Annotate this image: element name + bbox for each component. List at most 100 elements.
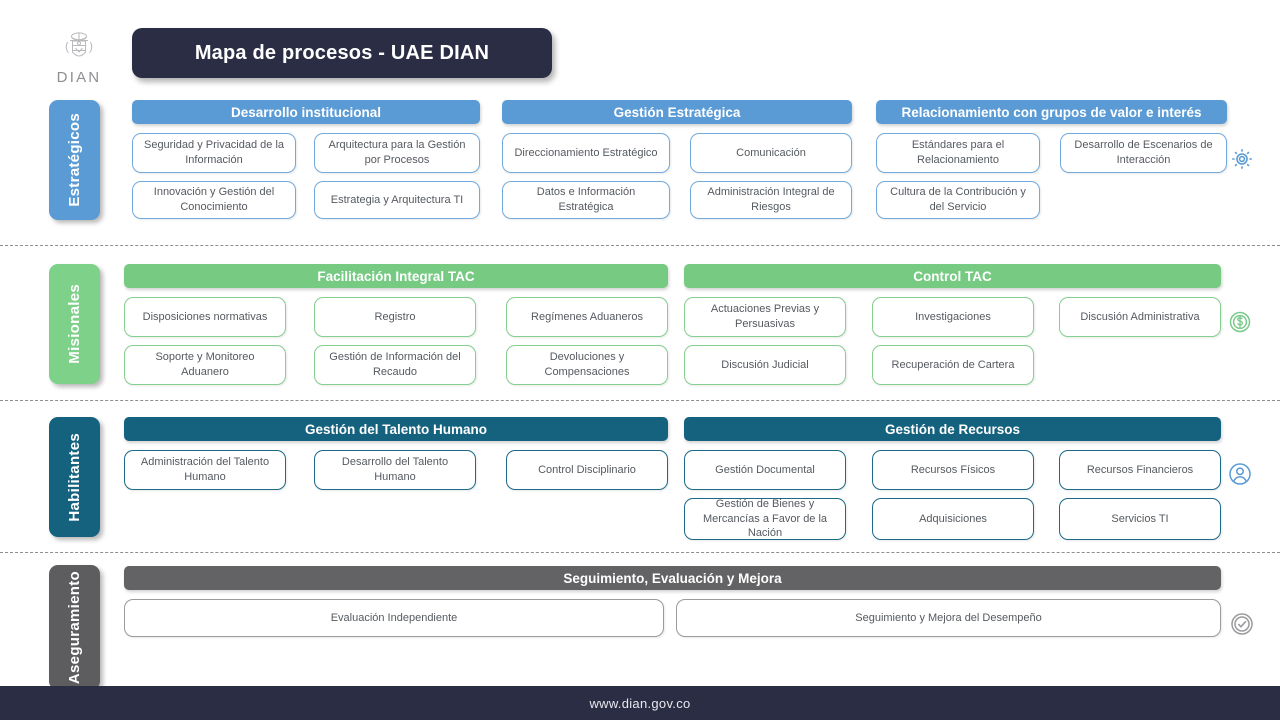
- process-card-label: Innovación y Gestión del Conocimiento: [153, 186, 275, 213]
- process-card[interactable]: Estándares para el Relacionamiento: [876, 133, 1040, 173]
- process-card[interactable]: Innovación y Gestión del Conocimiento: [132, 181, 296, 219]
- band-separator: [0, 552, 1280, 553]
- process-card-label: Estándares para el Relacionamiento: [911, 139, 1005, 166]
- process-card-label: Disposiciones normativas: [142, 310, 268, 323]
- check-circle-icon: [1228, 610, 1256, 638]
- band-label-aseguramiento: Aseguramiento: [49, 565, 100, 690]
- process-card[interactable]: Disposiciones normativas: [124, 297, 286, 337]
- band-separator: [0, 245, 1280, 246]
- band-label-text: Aseguramiento: [66, 570, 83, 685]
- process-card[interactable]: Evaluación Independiente: [124, 599, 664, 637]
- group-cards: Estándares para el Relacionamiento Desarr…: [876, 133, 1227, 233]
- process-card[interactable]: Adquisiciones: [872, 498, 1034, 540]
- band-separator: [0, 400, 1280, 401]
- band-label-text: Habilitantes: [66, 432, 83, 522]
- band-label-estrategicos: Estratégicos: [49, 100, 100, 220]
- group-cards: Administración del Talento Humano Desarro…: [124, 450, 668, 550]
- process-card[interactable]: Investigaciones: [872, 297, 1034, 337]
- process-card[interactable]: Seguimiento y Mejora del Desempeño: [676, 599, 1221, 637]
- process-card[interactable]: Datos e Información Estratégica: [502, 181, 670, 219]
- process-group: Facilitación Integral TAC Disposiciones n…: [124, 264, 668, 397]
- process-card[interactable]: Recursos Físicos: [872, 450, 1034, 490]
- process-card[interactable]: Registro: [314, 297, 476, 337]
- process-card-label: Control Disciplinario: [538, 463, 636, 476]
- group-cards: Actuaciones Previas y Persuasivas Investi…: [684, 297, 1221, 397]
- process-card-label: Evaluación Independiente: [330, 611, 458, 624]
- group-cards: Disposiciones normativas Registro Regímene…: [124, 297, 668, 397]
- process-card-label: Direccionamiento Estratégico: [514, 146, 658, 159]
- process-card[interactable]: Discusión Administrativa: [1059, 297, 1221, 337]
- group-title: Facilitación Integral TAC: [124, 264, 668, 288]
- process-card[interactable]: Gestión Documental: [684, 450, 846, 490]
- process-card[interactable]: Comunicación: [690, 133, 852, 173]
- colombia-coat-of-arms-icon: [65, 32, 93, 57]
- process-card[interactable]: Desarrollo del Talento Humano: [314, 450, 476, 490]
- process-card-label: Datos e Información Estratégica: [536, 186, 636, 213]
- process-card-label: Registro: [374, 310, 416, 323]
- process-card-label: Devoluciones y Compensaciones: [544, 351, 630, 378]
- band-label-misionales: Misionales: [49, 264, 100, 384]
- process-card-label: Soporte y Monitoreo Aduanero: [155, 351, 255, 378]
- group-title: Control TAC: [684, 264, 1221, 288]
- process-card-label: Comunicación: [736, 146, 806, 159]
- process-group: Relacionamiento con grupos de valor e in…: [876, 100, 1227, 233]
- process-card[interactable]: Recuperación de Cartera: [872, 345, 1034, 385]
- process-card[interactable]: Desarrollo de Escenarios de Interacción: [1060, 133, 1227, 173]
- process-card[interactable]: Administración del Talento Humano: [124, 450, 286, 490]
- process-card[interactable]: Discusión Judicial: [684, 345, 846, 385]
- band-label-text: Estratégicos: [66, 113, 83, 207]
- process-card-label: Recursos Físicos: [910, 463, 996, 476]
- process-card[interactable]: Gestión de Información del Recaudo: [314, 345, 476, 385]
- page-title: Mapa de procesos - UAE DIAN: [194, 41, 490, 64]
- process-card[interactable]: Direccionamiento Estratégico: [502, 133, 670, 173]
- process-card-label: Servicios TI: [1111, 512, 1169, 525]
- process-card[interactable]: Recursos Financieros: [1059, 450, 1221, 490]
- process-card[interactable]: Arquitectura para la Gestión por Proceso…: [314, 133, 480, 173]
- process-card-label: Cultura de la Contribución y del Servici…: [890, 186, 1026, 213]
- process-card-label: Desarrollo de Escenarios de Interacción: [1074, 139, 1213, 166]
- page-title-bar: Mapa de procesos - UAE DIAN: [132, 28, 552, 78]
- process-card[interactable]: Actuaciones Previas y Persuasivas: [684, 297, 846, 337]
- process-card[interactable]: Regímenes Aduaneros: [506, 297, 668, 337]
- process-card[interactable]: Soporte y Monitoreo Aduanero: [124, 345, 286, 385]
- band-label-habilitantes: Habilitantes: [49, 417, 100, 537]
- process-card-label: Estrategia y Arquitectura TI: [330, 193, 464, 206]
- process-card-label: Seguimiento y Mejora del Desempeño: [855, 611, 1042, 624]
- process-card[interactable]: Control Disciplinario: [506, 450, 668, 490]
- user-circle-icon: [1226, 460, 1254, 488]
- group-cards: Gestión Documental Recursos Físicos Recurs…: [684, 450, 1221, 550]
- process-card[interactable]: Gestión de Bienes y Mercancías a Favor d…: [684, 498, 846, 540]
- process-card-label: Investigaciones: [915, 310, 991, 323]
- group-cards: Direccionamiento Estratégico Comunicación…: [502, 133, 852, 233]
- process-card-label: Discusión Judicial: [721, 358, 809, 371]
- dian-wordmark: DIAN: [56, 69, 102, 86]
- process-card[interactable]: Seguridad y Privacidad de la Información: [132, 133, 296, 173]
- group-title: Seguimiento, Evaluación y Mejora: [124, 566, 1221, 590]
- process-card[interactable]: Cultura de la Contribución y del Servici…: [876, 181, 1040, 219]
- group-title: Desarrollo institucional: [132, 100, 480, 124]
- group-cards: Seguridad y Privacidad de la Información…: [132, 133, 480, 233]
- dollar-coin-icon: [1226, 308, 1254, 336]
- dian-logo: DIAN: [48, 28, 110, 86]
- process-card[interactable]: Estrategia y Arquitectura TI: [314, 181, 480, 219]
- process-group: Control TAC Actuaciones Previas y Persuas…: [684, 264, 1221, 397]
- process-card-label: Adquisiciones: [919, 512, 987, 525]
- process-card-label: Regímenes Aduaneros: [531, 310, 643, 323]
- process-card-label: Gestión de Bienes y Mercancías a Favor d…: [702, 498, 828, 540]
- process-card-label: Desarrollo del Talento Humano: [341, 456, 449, 483]
- process-card[interactable]: Devoluciones y Compensaciones: [506, 345, 668, 385]
- process-card-label: Administración del Talento Humano: [140, 456, 270, 483]
- group-title: Gestión Estratégica: [502, 100, 852, 124]
- process-card-label: Gestión de Información del Recaudo: [329, 351, 461, 378]
- footer-url: www.dian.gov.co: [589, 695, 691, 711]
- process-card-label: Arquitectura para la Gestión por Proceso…: [328, 139, 466, 166]
- process-card[interactable]: Servicios TI: [1059, 498, 1221, 540]
- process-card[interactable]: Administración Integral de Riesgos: [690, 181, 852, 219]
- process-card-label: Discusión Administrativa: [1080, 310, 1200, 323]
- group-title: Gestión de Recursos: [684, 417, 1221, 441]
- process-card-label: Actuaciones Previas y Persuasivas: [710, 303, 820, 330]
